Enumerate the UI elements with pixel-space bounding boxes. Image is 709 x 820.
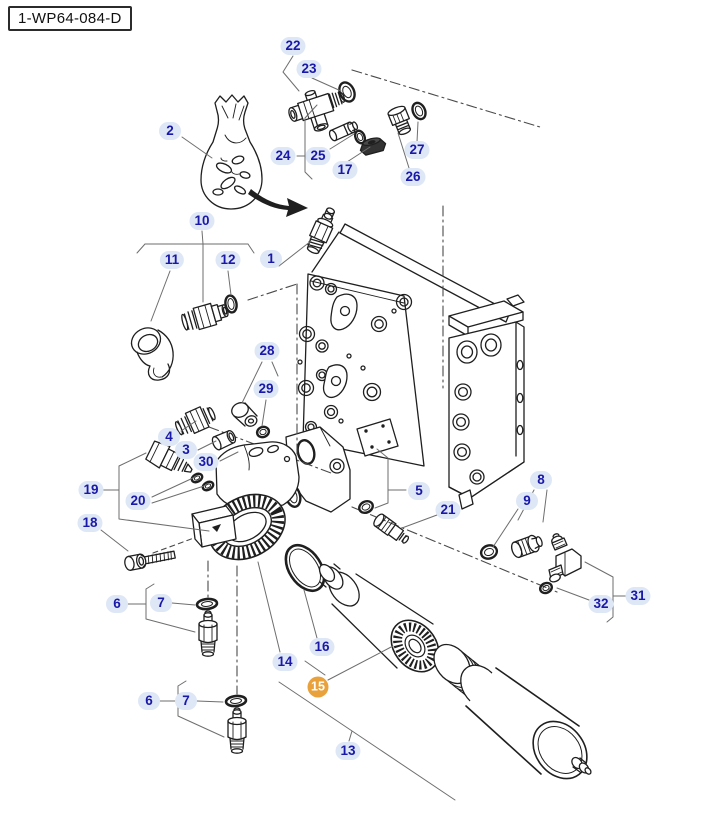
pointer-arrow xyxy=(248,189,308,217)
callout-10[interactable]: 10 xyxy=(189,212,215,230)
callout-9[interactable]: 9 xyxy=(516,492,538,510)
callout-7-b[interactable]: 7 xyxy=(175,692,197,710)
part-o-ring-29 xyxy=(255,425,271,439)
part-filter-head-14 xyxy=(191,441,300,561)
callout-4[interactable]: 4 xyxy=(158,428,180,446)
part-socket-plug-28 xyxy=(231,402,258,427)
part-connector-25 xyxy=(328,121,359,142)
callout-12[interactable]: 12 xyxy=(215,251,241,269)
part-o-ring-27 xyxy=(411,101,427,121)
part-filter-bowl-13 xyxy=(433,643,592,780)
part-bolt-18 xyxy=(124,550,176,571)
callout-6[interactable]: 6 xyxy=(106,595,128,613)
callout-23[interactable]: 23 xyxy=(296,60,322,78)
part-plug-9 xyxy=(510,534,543,559)
part-o-ring-12 xyxy=(224,294,238,314)
part-o-rings-20 xyxy=(190,472,215,492)
callout-22[interactable]: 22 xyxy=(280,37,306,55)
part-fitting-4 xyxy=(174,406,216,436)
part-bushing-3 xyxy=(211,429,237,451)
diagram-code-label: 1-WP64-084-D xyxy=(8,6,132,31)
part-main-valve-block xyxy=(267,223,525,513)
part-o-ring-23 xyxy=(338,81,356,103)
part-fitting-10 xyxy=(181,302,229,331)
callout-18[interactable]: 18 xyxy=(77,514,103,532)
callout-13[interactable]: 13 xyxy=(335,742,361,760)
callout-15[interactable]: 15 xyxy=(307,676,329,698)
callout-1[interactable]: 1 xyxy=(260,250,282,268)
part-fitting-6a xyxy=(198,610,218,657)
callout-32[interactable]: 32 xyxy=(588,595,614,613)
callout-8[interactable]: 8 xyxy=(530,471,552,489)
part-washer-9 xyxy=(479,544,499,560)
callout-25[interactable]: 25 xyxy=(305,147,331,165)
callout-26[interactable]: 26 xyxy=(400,168,426,186)
part-elbow-fitting-31 xyxy=(548,533,582,583)
callout-28[interactable]: 28 xyxy=(254,342,280,360)
callout-20[interactable]: 20 xyxy=(125,492,151,510)
part-o-ring-7a xyxy=(195,597,219,611)
part-dust-cap-11 xyxy=(130,327,174,381)
part-o-ring-7b xyxy=(224,694,248,708)
part-o-ring-32 xyxy=(538,581,554,595)
part-fitting-21 xyxy=(373,513,410,544)
callout-5[interactable]: 5 xyxy=(408,482,430,500)
callout-17[interactable]: 17 xyxy=(332,161,358,179)
part-plug-26 xyxy=(387,105,412,136)
callout-14[interactable]: 14 xyxy=(272,653,298,671)
callout-24[interactable]: 24 xyxy=(270,147,296,165)
callout-30[interactable]: 30 xyxy=(193,453,219,471)
callout-19[interactable]: 19 xyxy=(78,481,104,499)
callout-2[interactable]: 2 xyxy=(159,122,181,140)
callout-3[interactable]: 3 xyxy=(175,441,197,459)
part-sensor-fitting-1 xyxy=(306,207,335,255)
callout-7[interactable]: 7 xyxy=(150,594,172,612)
leader-lines xyxy=(100,55,628,801)
callout-6-b[interactable]: 6 xyxy=(138,692,160,710)
callout-11[interactable]: 11 xyxy=(159,251,185,269)
part-o-ring-16 xyxy=(284,543,326,593)
part-nut-17 xyxy=(359,137,387,156)
part-fitting-6b xyxy=(227,707,247,754)
callout-21[interactable]: 21 xyxy=(435,501,461,519)
part-filter-element-15 xyxy=(318,563,440,673)
callout-16[interactable]: 16 xyxy=(309,638,335,656)
callout-29[interactable]: 29 xyxy=(253,380,279,398)
callout-27[interactable]: 27 xyxy=(404,141,430,159)
part-o-ring-5 xyxy=(358,500,374,514)
part-seal-kit-bag xyxy=(200,94,263,210)
callout-31[interactable]: 31 xyxy=(625,587,651,605)
